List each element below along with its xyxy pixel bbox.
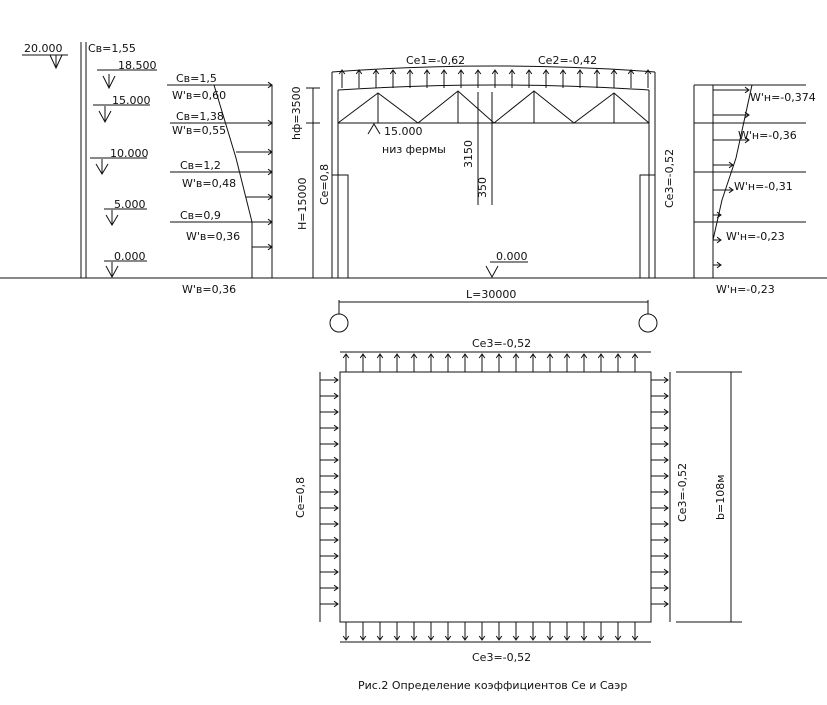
label-cb-15: Cв=1,5 [176, 72, 217, 85]
level-10000: 10.000 [110, 147, 149, 160]
label-floor-level: 0.000 [496, 250, 528, 263]
level-markers [22, 54, 157, 279]
label-w-055: W'в=0,55 [172, 124, 226, 137]
label-350: 350 [476, 177, 489, 198]
label-ce-08: Cе=0,8 [318, 164, 331, 205]
figure-caption: Рис.2 Определение коэффициентов Cе и Cаэ… [358, 679, 627, 692]
label-roof-right: Cе2=-0,42 [538, 54, 597, 67]
label-cb-155: Cв=1,55 [88, 42, 136, 55]
label-3150: 3150 [462, 140, 475, 168]
level-5000: 5.000 [114, 198, 146, 211]
label-w-048: W'в=0,48 [182, 177, 236, 190]
label-cb-138: Cв=1,38 [176, 110, 224, 123]
label-wn-023: W'н=-0,23 [726, 230, 785, 243]
level-18500: 18.500 [118, 59, 157, 72]
label-plan-right: Cе3=-0,52 [676, 463, 689, 522]
label-wn-031: W'н=-0,31 [734, 180, 793, 193]
label-hf: hф=3500 [290, 86, 303, 140]
label-w-060: W'в=0,60 [172, 89, 226, 102]
label-span: L=30000 [466, 288, 516, 301]
label-roof-left: Cе1=-0,62 [406, 54, 465, 67]
label-plan-top: Cе3=-0,52 [472, 337, 531, 350]
label-wn-0374: W'н=-0,374 [750, 91, 816, 104]
label-truss-level: 15.000 [384, 125, 423, 138]
label-plan-b: b=108м [714, 475, 727, 521]
leeward-profile [693, 84, 806, 278]
level-0000: 0.000 [114, 250, 146, 263]
label-cb-09: Cв=0,9 [180, 209, 221, 222]
level-20000: 20.000 [24, 42, 63, 55]
frame [306, 65, 658, 333]
label-w-036: W'в=0,36 [186, 230, 240, 243]
plan-view [319, 351, 742, 643]
label-wn-036: W'н=-0,36 [738, 129, 797, 142]
label-plan-left: Cе=0,8 [294, 477, 307, 518]
level-15000: 15.000 [112, 94, 151, 107]
windward-profile [167, 81, 273, 278]
label-w-bottom-left: W'в=0,36 [182, 283, 236, 296]
label-wn-bottom: W'н=-0,23 [716, 283, 775, 296]
label-H: H=15000 [296, 178, 309, 230]
label-ce3-frame: Cе3=-0,52 [663, 149, 676, 208]
label-plan-bottom: Cе3=-0,52 [472, 651, 531, 664]
label-truss-note: низ фермы [382, 143, 446, 156]
label-cb-12: Cв=1,2 [180, 159, 221, 172]
